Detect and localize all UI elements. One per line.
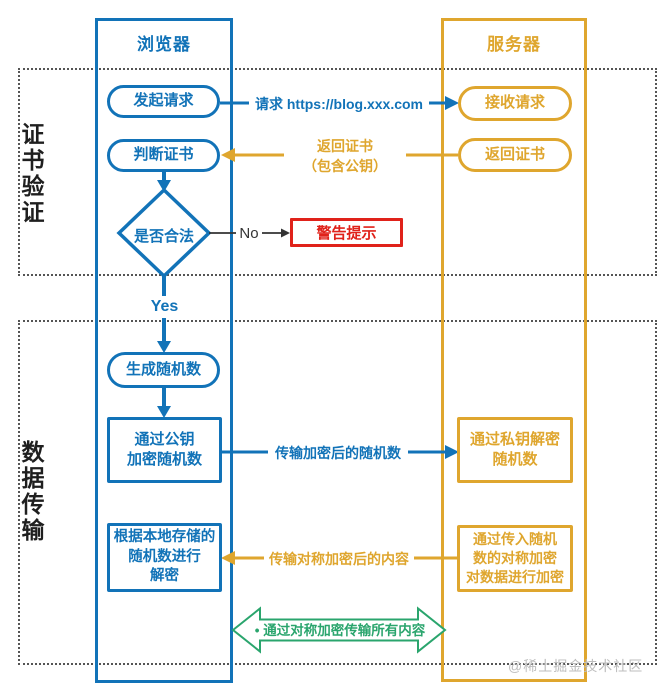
- node-initiate-request: 发起请求: [107, 85, 220, 118]
- arrow-generate-down-head: [157, 406, 171, 418]
- watermark: @稀土掘金技术社区: [508, 658, 644, 674]
- node-return-cert: 返回证书: [458, 138, 572, 172]
- section-box-data-transfer: [18, 320, 657, 665]
- arrow-transmit-symmetric-head: [221, 551, 235, 565]
- section-box-cert-verification: [18, 68, 657, 276]
- edge-label-symmetric-all: • 通过对称加密传输所有内容: [254, 623, 426, 638]
- section-label-cert-verification: 证书验证: [18, 122, 44, 226]
- node-warning: 警告提示: [290, 218, 403, 247]
- node-judge-cert: 判断证书: [107, 139, 220, 172]
- edge-label-return-cert: 返回证书 （包含公钥）: [284, 137, 406, 177]
- node-decrypt-private: 通过私钥解密 随机数: [457, 417, 573, 483]
- arrow-yes-head: [157, 341, 171, 353]
- node-decrypt-local: 根据本地存储的 随机数进行 解密: [107, 523, 222, 592]
- arrow-transmit-encrypted-head: [445, 445, 459, 459]
- node-decision-label: 是否合法: [133, 228, 194, 245]
- edge-label-transmit-symmetric: 传输对称加密后的内容: [264, 550, 414, 569]
- edge-label-transmit-encrypted: 传输加密后的随机数: [268, 444, 408, 463]
- lane-server-title: 服务器: [487, 35, 541, 54]
- lane-server: 服务器: [441, 18, 587, 682]
- symmetric-double-arrow: [231, 606, 447, 654]
- edge-label-no: No: [236, 224, 262, 245]
- lane-browser-title: 浏览器: [137, 35, 191, 54]
- arrow-return-cert-head: [221, 148, 235, 162]
- section-label-data-transfer: 数据传输: [18, 440, 44, 544]
- node-generate-random: 生成随机数: [107, 352, 220, 388]
- arrow-no-head: [281, 228, 290, 238]
- arrow-request-head: [445, 96, 459, 110]
- node-encrypt-symmetric: 通过传入随机 数的对称加密 对数据进行加密: [457, 525, 573, 592]
- lane-browser: 浏览器: [95, 18, 233, 683]
- edge-label-yes: Yes: [148, 296, 181, 318]
- node-receive-request: 接收请求: [458, 86, 572, 121]
- node-encrypt-pubkey: 通过公钥 加密随机数: [107, 417, 222, 483]
- edge-label-request: 请求 https://blog.xxx.com: [249, 95, 429, 114]
- arrow-judge-down-head: [157, 180, 171, 192]
